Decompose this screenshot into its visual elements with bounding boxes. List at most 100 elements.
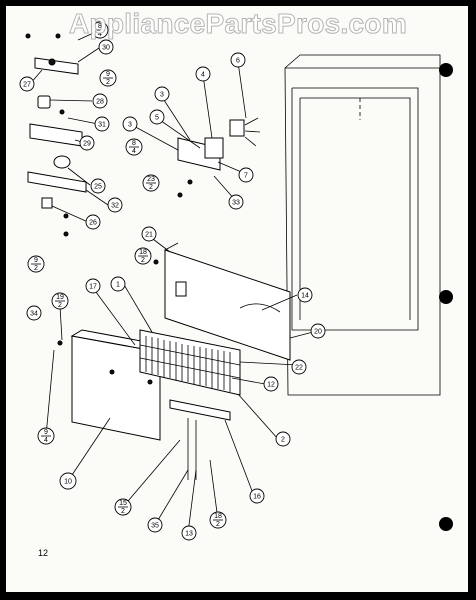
evaporator-coil bbox=[139, 329, 241, 396]
svg-text:1: 1 bbox=[116, 282, 120, 289]
callout-bubble: 30 bbox=[98, 39, 114, 55]
callout-bubble: 10 bbox=[59, 472, 77, 490]
leader-lines bbox=[29, 29, 318, 534]
svg-text:34: 34 bbox=[30, 311, 38, 318]
svg-text:3: 3 bbox=[128, 122, 132, 129]
svg-text:25: 25 bbox=[94, 184, 102, 191]
svg-text:32: 32 bbox=[111, 203, 119, 210]
svg-text:29: 29 bbox=[83, 141, 91, 148]
svg-text:27: 27 bbox=[23, 82, 31, 89]
svg-text:2: 2 bbox=[106, 79, 110, 86]
svg-text:13: 13 bbox=[185, 531, 193, 538]
callout-bubble: 5 bbox=[149, 109, 165, 125]
page-number: 12 bbox=[38, 548, 49, 558]
svg-text:4: 4 bbox=[201, 72, 205, 79]
svg-text:5: 5 bbox=[155, 115, 159, 122]
svg-text:2: 2 bbox=[141, 257, 145, 264]
control-components bbox=[27, 57, 87, 209]
svg-text:18: 18 bbox=[214, 513, 222, 520]
svg-text:2: 2 bbox=[149, 184, 153, 191]
svg-text:4: 4 bbox=[132, 148, 136, 155]
svg-text:4: 4 bbox=[98, 31, 102, 38]
svg-text:30: 30 bbox=[102, 45, 110, 52]
fraction-callout-bubble: 182 bbox=[209, 511, 227, 529]
svg-text:9: 9 bbox=[44, 429, 48, 436]
svg-text:3: 3 bbox=[160, 92, 164, 99]
callout-bubble: 34 bbox=[26, 305, 42, 321]
callout-bubble: 12 bbox=[263, 376, 279, 392]
callout-bubble: 4 bbox=[195, 66, 211, 82]
fraction-callout-bubble: 84 bbox=[125, 138, 143, 156]
svg-text:21: 21 bbox=[145, 232, 153, 239]
svg-text:16: 16 bbox=[253, 494, 261, 501]
svg-text:31: 31 bbox=[98, 122, 106, 129]
callout-bubble: 26 bbox=[85, 214, 101, 230]
callout-bubble: 25 bbox=[90, 178, 106, 194]
svg-text:26: 26 bbox=[89, 220, 97, 227]
svg-text:8: 8 bbox=[98, 23, 102, 30]
binder-hole bbox=[439, 517, 453, 531]
callout-bubble: 27 bbox=[19, 76, 35, 92]
fraction-callout-bubble: 152 bbox=[114, 498, 132, 516]
fraction-callout-bubble: 192 bbox=[51, 292, 69, 310]
drain-trough bbox=[169, 399, 231, 480]
callout-bubble: 31 bbox=[94, 116, 110, 132]
fraction-callout-bubble: 94 bbox=[37, 427, 55, 445]
svg-text:6: 6 bbox=[236, 58, 240, 65]
svg-text:9: 9 bbox=[34, 257, 38, 264]
svg-text:22: 22 bbox=[295, 365, 303, 372]
fraction-callout-bubble: 92 bbox=[27, 255, 45, 273]
callout-bubble: 22 bbox=[291, 359, 307, 375]
fraction-callout-bubble: 92 bbox=[99, 69, 117, 87]
callout-bubble: 21 bbox=[141, 226, 157, 242]
callout-bubble: 13 bbox=[181, 525, 197, 541]
svg-text:33: 33 bbox=[232, 200, 240, 207]
svg-text:2: 2 bbox=[281, 437, 285, 444]
callout-bubble: 3 bbox=[154, 86, 170, 102]
cabinet-outline bbox=[284, 54, 441, 396]
svg-text:10: 10 bbox=[64, 479, 72, 486]
rear-liner-panel bbox=[164, 242, 291, 361]
binder-hole bbox=[439, 63, 453, 77]
svg-text:15: 15 bbox=[119, 500, 127, 507]
svg-text:2: 2 bbox=[58, 302, 62, 309]
svg-text:20: 20 bbox=[314, 329, 322, 336]
svg-text:28: 28 bbox=[96, 99, 104, 106]
callout-bubble: 35 bbox=[147, 517, 163, 533]
svg-text:12: 12 bbox=[267, 382, 275, 389]
svg-text:8: 8 bbox=[132, 140, 136, 147]
svg-text:18: 18 bbox=[139, 249, 147, 256]
svg-text:35: 35 bbox=[151, 523, 159, 530]
screw-icon bbox=[25, 33, 193, 346]
svg-text:2: 2 bbox=[34, 265, 38, 272]
callout-bubble: 2 bbox=[275, 431, 291, 447]
callout-bubble: 1 bbox=[110, 276, 126, 292]
svg-text:2: 2 bbox=[121, 508, 125, 515]
fraction-callout-bubble: 182 bbox=[134, 247, 152, 265]
svg-text:4: 4 bbox=[44, 437, 48, 444]
callout-bubble: 28 bbox=[92, 93, 108, 109]
binder-hole bbox=[439, 290, 453, 304]
callout-bubble: 6 bbox=[230, 52, 246, 68]
callout-bubble: 33 bbox=[228, 194, 244, 210]
svg-text:7: 7 bbox=[244, 173, 248, 180]
callout-bubble: 20 bbox=[310, 323, 326, 339]
callout-bubble: 14 bbox=[297, 287, 313, 303]
fan-motor-assembly bbox=[177, 117, 261, 171]
svg-text:14: 14 bbox=[301, 293, 309, 300]
callout-bubble: 3 bbox=[122, 116, 138, 132]
callout-bubble: 7 bbox=[238, 167, 254, 183]
svg-text:23: 23 bbox=[147, 176, 155, 183]
svg-text:17: 17 bbox=[89, 284, 97, 291]
svg-text:19: 19 bbox=[56, 294, 64, 301]
callout-bubble: 17 bbox=[85, 278, 101, 294]
callout-bubble: 16 bbox=[249, 488, 265, 504]
svg-text:2: 2 bbox=[216, 521, 220, 528]
fraction-callout-bubble: 232 bbox=[142, 174, 160, 192]
fraction-callout-bubble: 84 bbox=[91, 21, 109, 39]
callout-bubble: 32 bbox=[107, 197, 123, 213]
svg-text:9: 9 bbox=[106, 71, 110, 78]
callout-bubble: 29 bbox=[79, 135, 95, 151]
